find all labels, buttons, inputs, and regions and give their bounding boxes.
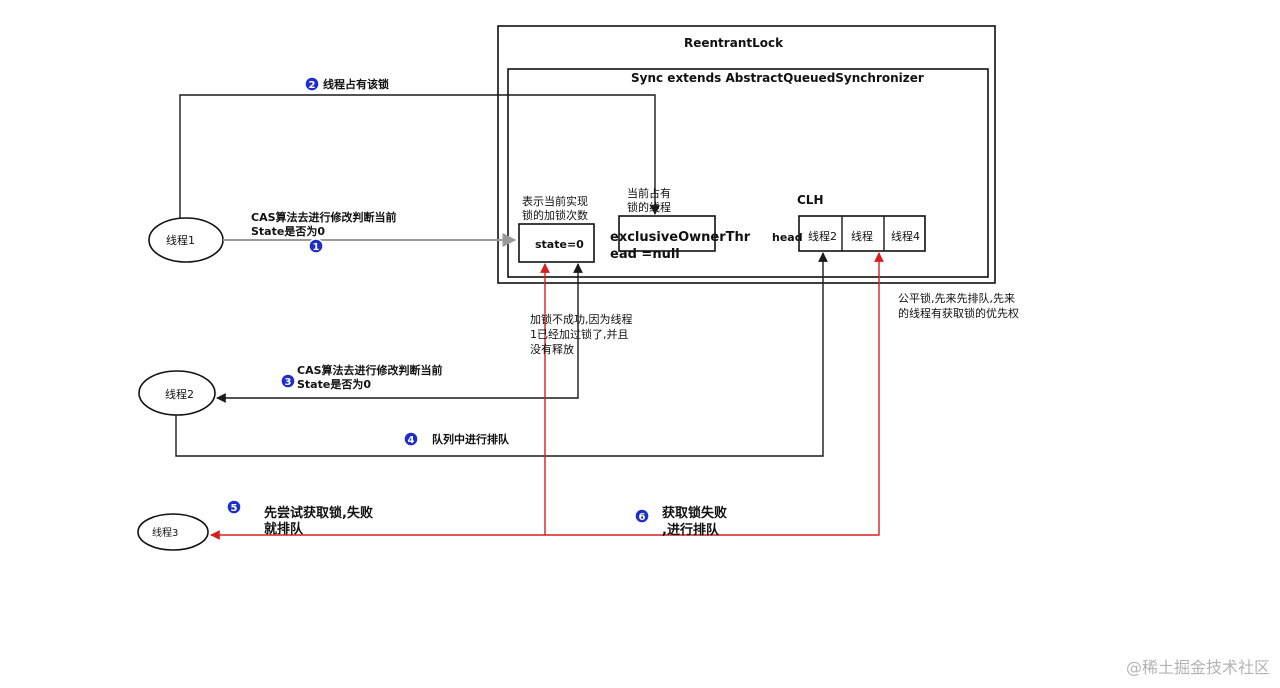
step-6-label: 6 获取锁失败 ,进行排队 — [634, 505, 727, 538]
reentrantlock-box: ReentrantLock — [497, 25, 996, 284]
state-caption-line1: 表示当前实现 — [522, 194, 588, 208]
owner-value-line1: exclusiveOwnerThr — [610, 230, 751, 245]
step-5-number: 5 — [231, 503, 238, 514]
arrow-step-6 — [545, 252, 884, 536]
thread-1-label: 线程1 — [166, 233, 195, 247]
step-5-text-line1: 先尝试获取锁,失败 — [264, 505, 373, 521]
step-4-text: 队列中进行排队 — [432, 432, 510, 446]
thread-3: 线程3 — [137, 513, 209, 551]
step-3-label: 3 CAS算法去进行修改判断当前 State是否为0 — [280, 363, 443, 391]
step-2-text: 线程占有该锁 — [323, 77, 389, 91]
clh-queue: CLH head 线程2 线程 线程4 — [772, 193, 926, 252]
state-caption-line2: 锁的加锁次数 — [522, 208, 588, 222]
clh-head-label: head — [772, 231, 803, 244]
clh-title: CLH — [797, 193, 824, 207]
state-value: state=0 — [535, 238, 584, 251]
step-1-number: 1 — [313, 242, 320, 253]
lock-fail-note-line3: 没有释放 — [530, 342, 574, 356]
step-5-text-line2: 就排队 — [264, 521, 304, 537]
arrow-step-3 — [216, 263, 583, 403]
owner-box — [618, 215, 716, 252]
step-6-text-line1: 获取锁失败 — [662, 505, 727, 521]
reentrantlock-title: ReentrantLock — [684, 36, 784, 50]
owner-group: 当前占有 锁的线程 exclusiveOwnerThr ead =null — [610, 186, 751, 262]
watermark: @稀土掘金技术社区 — [1125, 658, 1270, 677]
step-1-text-line1: CAS算法去进行修改判断当前 — [251, 210, 397, 224]
arrow-step-5 — [210, 263, 550, 540]
sync-box: Sync extends AbstractQueuedSynchronizer — [507, 68, 989, 278]
lock-fail-note-line1: 加锁不成功,因为线程 — [530, 312, 633, 326]
owner-caption-line1: 当前占有 — [627, 186, 671, 200]
step-3-text-line1: CAS算法去进行修改判断当前 — [297, 363, 443, 377]
fair-lock-note-line2: 的线程有获取锁的优先权 — [898, 306, 1019, 320]
thread-1: 线程1 — [148, 217, 224, 263]
fair-lock-note-line1: 公平锁,先来先排队,先来 — [898, 291, 1015, 305]
thread-3-label: 线程3 — [152, 526, 178, 539]
clh-node: 线程2 — [808, 229, 837, 243]
step-1-label: CAS算法去进行修改判断当前 State是否为0 1 — [251, 210, 397, 254]
lock-fail-note: 加锁不成功,因为线程 1已经加过锁了,并且 没有释放 — [530, 312, 633, 356]
owner-value-line2: ead =null — [610, 247, 680, 262]
step-1-text-line2: State是否为0 — [251, 224, 325, 238]
thread-2-label: 线程2 — [165, 387, 194, 401]
step-4-number: 4 — [408, 435, 415, 446]
step-2-number: 2 — [309, 80, 316, 91]
clh-node: 线程 — [851, 229, 873, 243]
fair-lock-note: 公平锁,先来先排队,先来 的线程有获取锁的优先权 — [898, 291, 1019, 320]
step-6-number: 6 — [639, 512, 646, 523]
state-group: 表示当前实现 锁的加锁次数 state=0 — [518, 194, 595, 263]
step-3-text-line2: State是否为0 — [297, 377, 371, 391]
lock-fail-note-line2: 1已经加过锁了,并且 — [530, 327, 629, 341]
clh-queue-box — [798, 215, 926, 252]
step-4-label: 4 队列中进行排队 — [403, 431, 510, 447]
owner-caption-line2: 锁的线程 — [627, 200, 671, 214]
step-5-label: 5 先尝试获取锁,失败 就排队 — [226, 499, 373, 537]
arrow-step-2 — [179, 94, 660, 218]
step-2-label: 2 线程占有该锁 — [304, 76, 389, 92]
thread-2: 线程2 — [138, 370, 216, 416]
step-3-number: 3 — [285, 377, 292, 388]
clh-node: 线程4 — [891, 229, 920, 243]
step-6-text-line2: ,进行排队 — [662, 522, 720, 538]
state-box — [518, 223, 595, 263]
sync-title: Sync extends AbstractQueuedSynchronizer — [631, 71, 924, 85]
